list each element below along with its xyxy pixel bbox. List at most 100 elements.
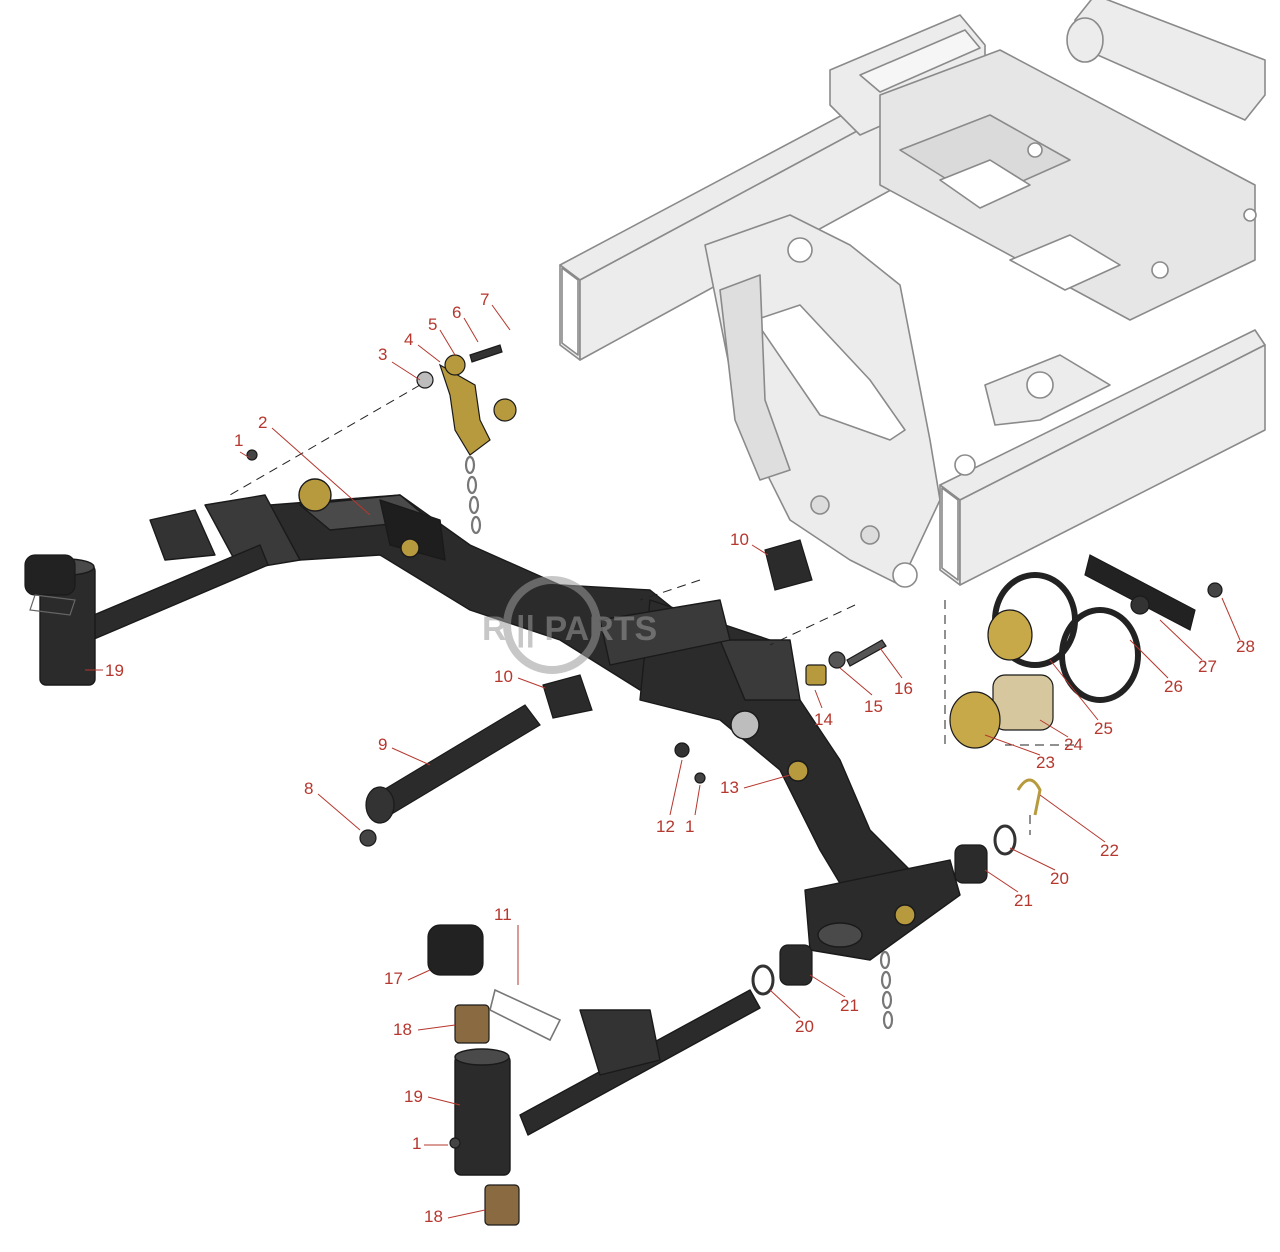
callout-leader-c24 bbox=[1039, 719, 1069, 738]
callout-label-c23: 23 bbox=[1036, 753, 1055, 772]
grease-fitting bbox=[694, 772, 706, 784]
callout-leader-c26 bbox=[1129, 639, 1169, 679]
bolt bbox=[469, 344, 503, 363]
callout-label-c14: 14 bbox=[814, 710, 833, 729]
watermark-text: R || PARTS bbox=[482, 610, 657, 648]
callout-leader-c23 bbox=[984, 734, 1041, 756]
bushing bbox=[764, 539, 813, 591]
callout-label-c10b: 10 bbox=[494, 667, 513, 686]
torsion-spring bbox=[1059, 607, 1141, 703]
logo-mark-icon bbox=[503, 576, 601, 674]
callout-label-c12: 12 bbox=[656, 817, 675, 836]
callout-leader-c22 bbox=[1039, 794, 1106, 843]
washer bbox=[751, 964, 775, 996]
callout-label-c20b: 20 bbox=[795, 1017, 814, 1036]
callout-label-c9: 9 bbox=[378, 735, 387, 754]
washer bbox=[828, 651, 846, 669]
bolt bbox=[1207, 582, 1223, 598]
callout-label-c22: 22 bbox=[1100, 841, 1119, 860]
thrust-washer bbox=[949, 691, 1001, 749]
chain-bracket bbox=[438, 363, 491, 456]
callout-leader-c9 bbox=[391, 747, 431, 766]
callout-leader-c16 bbox=[879, 647, 903, 679]
callout-leader-c25 bbox=[1049, 659, 1099, 721]
callout-leader-c4 bbox=[417, 344, 441, 363]
lynch-pin bbox=[29, 594, 76, 616]
callout-leader-c14 bbox=[814, 689, 823, 709]
flanged-bushing bbox=[484, 1184, 520, 1226]
callout-leader-c19b bbox=[427, 1096, 461, 1106]
hair-pin bbox=[1016, 778, 1042, 816]
callout-label-c15: 15 bbox=[864, 697, 883, 716]
callout-label-c21b: 21 bbox=[840, 996, 859, 1015]
callout-label-c2: 2 bbox=[258, 413, 267, 432]
callout-label-c25: 25 bbox=[1094, 719, 1113, 738]
callout-leader-c17 bbox=[407, 969, 431, 981]
callout-label-c17: 17 bbox=[384, 969, 403, 988]
callout-label-c19a: 19 bbox=[105, 661, 124, 680]
nut bbox=[416, 371, 434, 389]
callout-label-c21a: 21 bbox=[1014, 891, 1033, 910]
washer bbox=[993, 824, 1017, 856]
callout-leader-c10b bbox=[517, 677, 546, 689]
callout-leader-c21b bbox=[809, 974, 846, 998]
loose-parts bbox=[24, 344, 1223, 1226]
bushing bbox=[992, 674, 1054, 731]
callout-label-c10a: 10 bbox=[730, 530, 749, 549]
callout-leader-c28 bbox=[1221, 597, 1241, 641]
callout-label-c6: 6 bbox=[452, 303, 461, 322]
callout-leader-c15 bbox=[839, 667, 873, 696]
callout-leader-c27 bbox=[1159, 619, 1203, 661]
washer bbox=[444, 354, 466, 376]
callout-leader-c12 bbox=[669, 759, 683, 816]
callout-label-c18b: 18 bbox=[424, 1207, 443, 1226]
callout-label-c26: 26 bbox=[1164, 677, 1183, 696]
callout-label-c16: 16 bbox=[894, 679, 913, 698]
callout-leader-c13 bbox=[743, 774, 791, 789]
grease-fitting bbox=[449, 1137, 461, 1149]
callout-label-c4: 4 bbox=[404, 330, 413, 349]
callout-leader-c21a bbox=[984, 869, 1019, 893]
bolt bbox=[359, 829, 377, 847]
pivot-pin bbox=[374, 704, 541, 816]
callout-leader-c1a bbox=[239, 451, 251, 459]
callout-leader-c6 bbox=[463, 317, 479, 343]
watermark: R || PARTS bbox=[482, 576, 657, 674]
callout-leader-c18a bbox=[417, 1024, 456, 1031]
callout-leader-c1b bbox=[694, 784, 701, 816]
callout-label-c19b: 19 bbox=[404, 1087, 423, 1106]
callout-label-c28: 28 bbox=[1236, 637, 1255, 656]
flanged-bushing bbox=[454, 1004, 490, 1044]
grease-fitting bbox=[246, 449, 258, 461]
callout-label-c18a: 18 bbox=[393, 1020, 412, 1039]
callout-leader-c20b bbox=[769, 989, 801, 1019]
alignment-lines bbox=[229, 384, 1080, 835]
spring-plate bbox=[1084, 554, 1196, 631]
dust-cap bbox=[24, 554, 76, 596]
nut bbox=[674, 742, 690, 758]
callout-label-c5: 5 bbox=[428, 315, 437, 334]
spacer bbox=[805, 664, 827, 686]
bushing bbox=[779, 944, 813, 986]
dust-cap bbox=[427, 924, 484, 976]
callout-label-c27: 27 bbox=[1198, 657, 1217, 676]
front-axle-assembly bbox=[39, 478, 961, 1176]
callout-label-c11: 11 bbox=[494, 905, 512, 924]
chain-anchor bbox=[493, 398, 517, 422]
callout-leader-c10a bbox=[751, 544, 769, 556]
callout-label-c13: 13 bbox=[720, 778, 739, 797]
callout-leader-c3 bbox=[391, 361, 421, 381]
spacer-bushing bbox=[987, 609, 1033, 661]
callout-label-c20a: 20 bbox=[1050, 869, 1069, 888]
lynch-pin bbox=[489, 988, 562, 1042]
bushing bbox=[954, 844, 988, 884]
chassis-frame bbox=[559, 0, 1266, 588]
callout-label-c1b: 1 bbox=[685, 817, 694, 836]
callout-label-c24: 24 bbox=[1064, 735, 1083, 754]
callout-label-c3: 3 bbox=[378, 345, 387, 364]
callout-label-c1c: 1 bbox=[412, 1134, 421, 1153]
safety-chain bbox=[464, 455, 894, 1030]
callout-label-c7: 7 bbox=[480, 290, 489, 309]
